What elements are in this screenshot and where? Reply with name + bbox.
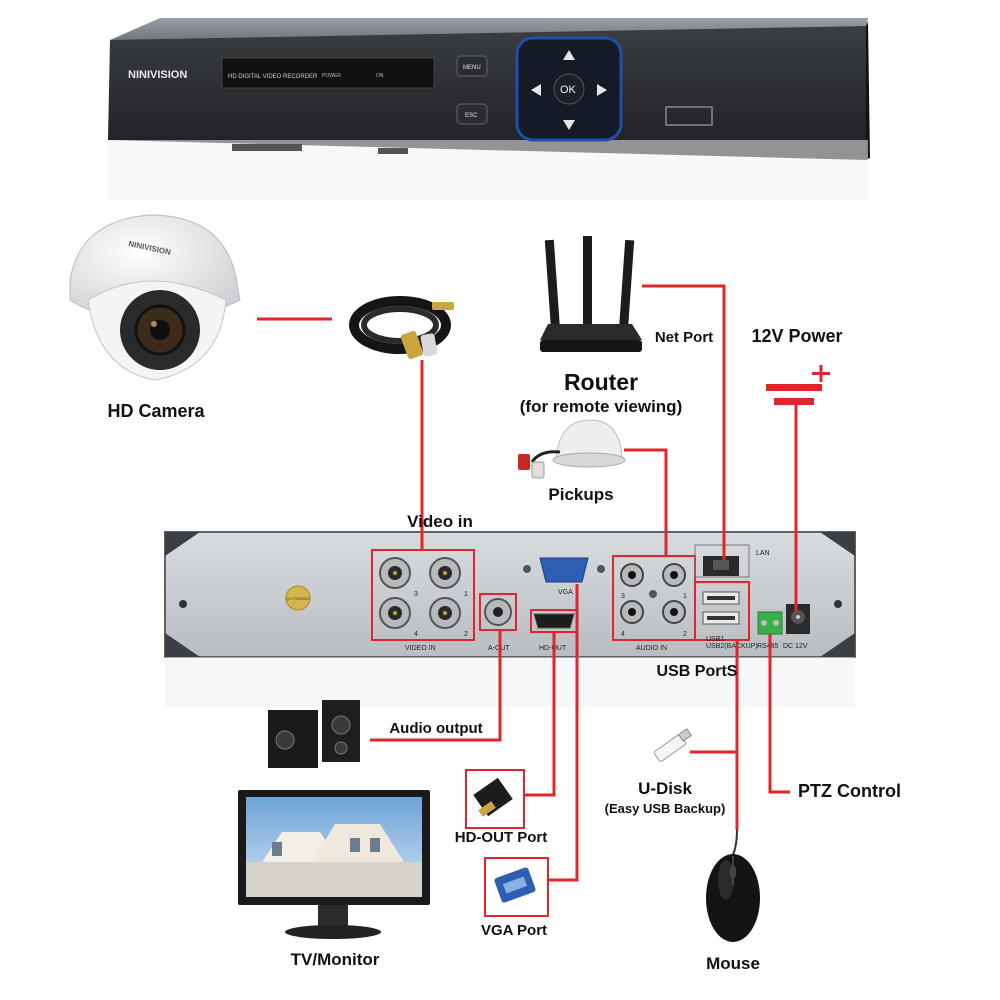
bnc-port-2[interactable]: [429, 597, 461, 629]
audio-in-panel-label: AUDIO IN: [636, 645, 667, 652]
video-in-panel-label: VIDEO IN: [405, 645, 436, 652]
dvr-display-window: [221, 57, 435, 89]
vga-port-label: VGA Port: [480, 922, 548, 939]
mouse-label: Mouse: [706, 954, 760, 973]
router-title: Router: [564, 369, 638, 395]
nav-right-arrow-icon[interactable]: [597, 84, 607, 96]
bnc-port-3[interactable]: [379, 557, 411, 589]
dc-12v-jack[interactable]: [786, 604, 810, 634]
svg-text:RS485: RS485: [757, 643, 779, 650]
dvr-power-text: POWER: [322, 73, 341, 79]
usb-ports-label: USB PortS: [656, 663, 738, 680]
svg-text:LAN: LAN: [756, 550, 770, 557]
hd-camera-image: NINIVISION: [69, 214, 241, 381]
rs485-terminal[interactable]: [757, 611, 783, 635]
power-symbol-icon: [766, 365, 830, 405]
audio-output-label: Audio output: [389, 720, 483, 737]
speakers-image: [268, 700, 360, 768]
svg-text:DC 12V: DC 12V: [783, 643, 808, 650]
vga-port[interactable]: [523, 557, 605, 583]
vga-plug-image: [484, 857, 549, 917]
rca-port-1[interactable]: [662, 563, 686, 587]
usb-ports[interactable]: [694, 581, 750, 641]
esc-button[interactable]: [456, 103, 488, 125]
menu-button[interactable]: [456, 55, 488, 77]
connection-lines: [370, 284, 798, 882]
svg-text:2: 2: [683, 631, 687, 638]
svg-text:Q.C PASSED: Q.C PASSED: [286, 596, 310, 601]
svg-text:1: 1: [683, 593, 687, 600]
dvr-on-text: ON: [376, 73, 384, 79]
video-in-label: Video in: [407, 512, 473, 531]
qc-sticker: [285, 585, 311, 611]
svg-text:3: 3: [621, 593, 625, 600]
ptz-control-label: PTZ Control: [798, 781, 901, 801]
lan-port[interactable]: [694, 544, 750, 578]
ok-button-label: OK: [560, 84, 577, 96]
rca-port-3[interactable]: [620, 563, 644, 587]
tv-monitor-image: [238, 790, 430, 939]
rca-port-4[interactable]: [620, 600, 644, 624]
hd-out-line: [525, 632, 556, 797]
usb-front-slot: [665, 106, 713, 126]
dvr-brand-text: NINIVISION: [128, 69, 187, 81]
svg-text:2: 2: [464, 631, 468, 638]
dvr-front-unit: NINIVISION HD DIGITAL VIDEO RECORDER POW…: [108, 18, 870, 200]
ok-button[interactable]: [553, 73, 585, 105]
esc-button-label: ESC: [465, 113, 478, 119]
mouse-image: [706, 829, 760, 942]
rca-port-2[interactable]: [662, 600, 686, 624]
svg-text:4: 4: [621, 631, 625, 638]
hdmi-plug-image: [465, 769, 525, 829]
dvr-model-text: HD DIGITAL VIDEO RECORDER: [228, 74, 318, 80]
bnc-port-1[interactable]: [429, 557, 461, 589]
net-port-label: Net Port: [654, 329, 714, 346]
pickup-to-audio-in-line: [624, 448, 668, 557]
router-to-lan-line: [642, 284, 726, 560]
a-out-port[interactable]: [479, 593, 517, 631]
u-disk-sublabel: (Easy USB Backup): [604, 801, 726, 816]
a-out-to-speakers-line: [370, 630, 502, 742]
pickup-microphone-image: [518, 419, 626, 479]
router-image: [540, 236, 642, 352]
dvr-rear-panel: Q.C PASSED 3 1 4 2 VIDEO IN A-OUT VGA: [164, 531, 856, 707]
menu-button-label: MENU: [463, 65, 481, 71]
u-disk-image: [653, 728, 693, 762]
u-disk-label: U-Disk: [638, 779, 692, 798]
svg-text:3: 3: [414, 591, 418, 598]
vga-line: [548, 584, 579, 882]
rs485-to-ptz-line: [768, 634, 790, 794]
nav-up-arrow-icon[interactable]: [563, 50, 575, 60]
hd-out-port-label: HD-OUT Port: [454, 829, 548, 846]
bnc-port-4[interactable]: [379, 597, 411, 629]
svg-text:1: 1: [464, 591, 468, 598]
power-12v-label: 12V Power: [751, 326, 843, 346]
router-subtitle: (for remote viewing): [520, 397, 682, 416]
nav-down-arrow-icon[interactable]: [563, 120, 575, 130]
nav-left-arrow-icon[interactable]: [531, 84, 541, 96]
bnc-cable-coil-image: [349, 296, 454, 360]
svg-text:USB2(BACKUP): USB2(BACKUP): [706, 643, 758, 650]
hd-camera-label: HD Camera: [107, 401, 205, 421]
svg-text:4: 4: [414, 631, 418, 638]
tv-monitor-label: TV/Monitor: [290, 950, 380, 969]
pickups-label: Pickups: [548, 485, 614, 504]
svg-text:USB1: USB1: [706, 636, 724, 643]
svg-text:VGA: VGA: [558, 589, 573, 596]
